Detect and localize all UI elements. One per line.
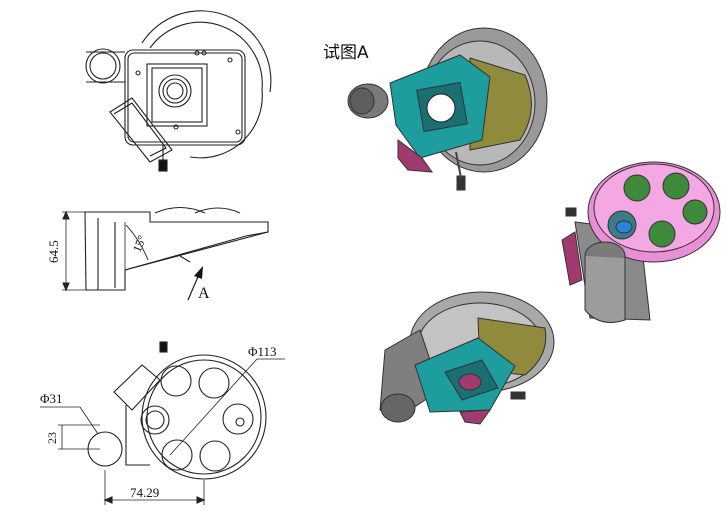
bottom-view-drawing [40,341,285,505]
angle-dimension-label: 15° [130,233,149,254]
view-a-title: 试图A [323,43,369,63]
knob-diameter-label: Φ31 [40,391,63,406]
pink-wheel-render [561,161,721,323]
underside-render [379,291,555,425]
view-a-render [347,27,548,191]
wheel-diameter-label: Φ113 [248,344,277,359]
top-view-drawing [85,10,272,172]
side-view-drawing [62,206,269,301]
view-arrow-label: A [198,285,210,302]
width-dimension-label: 74.29 [130,485,159,500]
offset-dimension-label: 23 [45,432,59,444]
height-dimension-label: 64.5 [46,240,61,263]
